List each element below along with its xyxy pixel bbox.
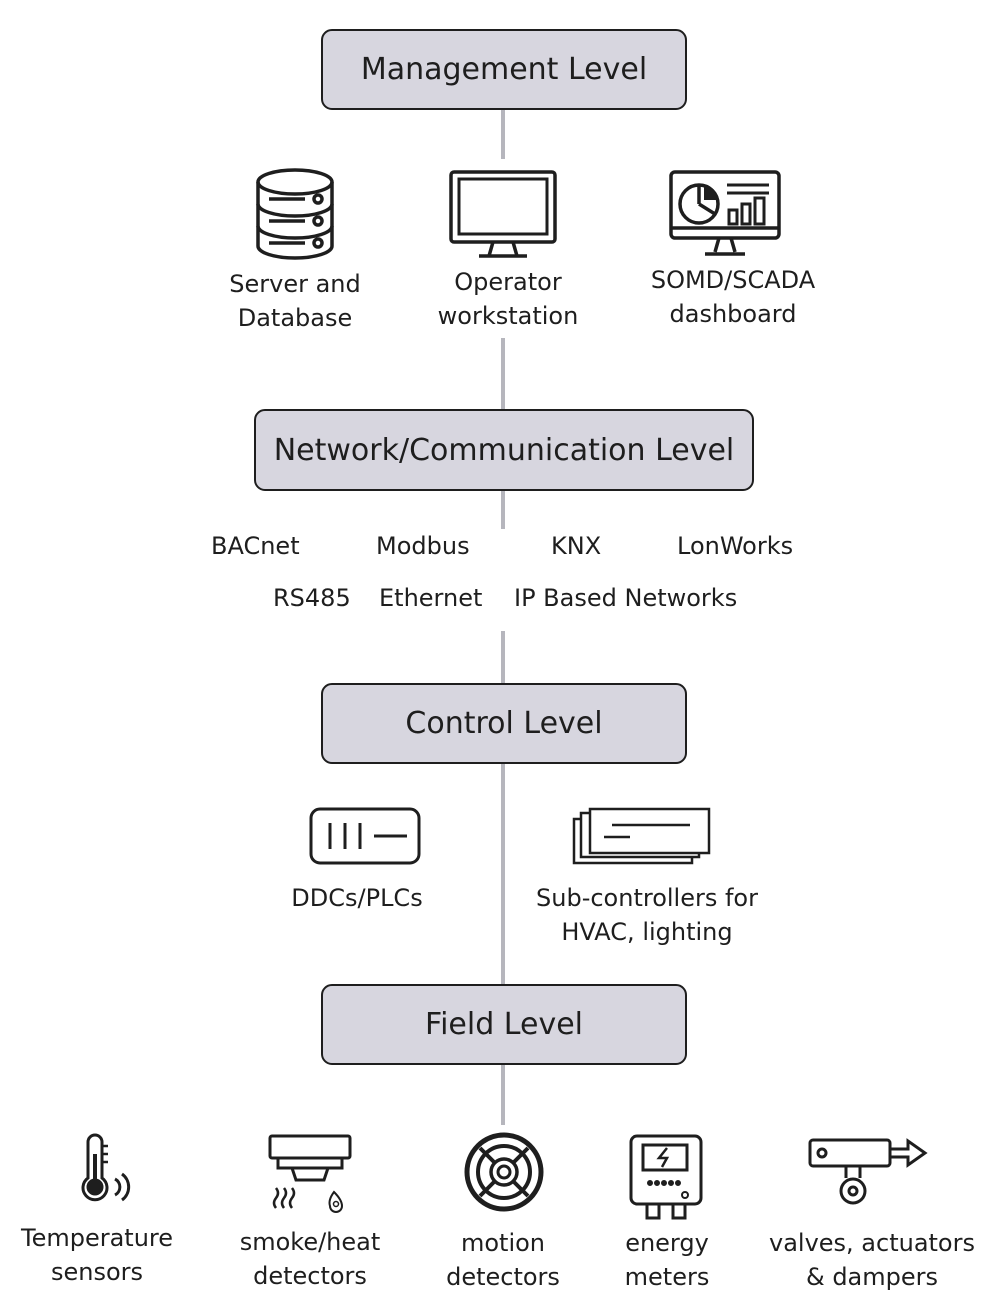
connector-management [501,109,505,159]
protocol-ip-networks: IP Based Networks [514,584,738,612]
stacked-panels-icon [572,807,712,867]
temperature-sensors-label: Temperature sensors [20,1224,174,1286]
management-level-box: Management Level [321,29,687,110]
protocol-ethernet: Ethernet [379,584,483,612]
control-level-box: Control Level [321,683,687,764]
energy-meters-label: energy meters [624,1229,710,1291]
protocol-lonworks: LonWorks [677,532,794,560]
smoke-heat-detectors-label: smoke/heat detectors [239,1228,381,1290]
valve-actuator-icon [808,1134,928,1210]
connector-network [501,489,505,529]
server-database-label: Server and Database [229,270,361,332]
protocol-bacnet: BACnet [211,532,300,560]
motion-detectors-label: motion detectors [446,1229,560,1291]
connector-network-control [501,631,505,685]
connector-field [501,1063,505,1125]
subcontrollers-label: Sub-controllers for HVAC, lighting [536,884,758,946]
smoke-detector-icon [268,1134,354,1214]
monitor-icon [449,170,557,260]
thermometer-icon [78,1133,134,1202]
motion-sensor-icon [463,1131,545,1213]
connector-management-network [501,338,505,412]
protocol-modbus: Modbus [376,532,470,560]
ddc-plc-label: DDCs/PLCs [291,884,423,912]
scada-dashboard-label: SOMD/SCADA dashboard [650,266,816,328]
operator-workstation-label: Operator workstation [437,268,579,330]
server-database-icon [255,168,335,260]
controller-icon [309,807,421,865]
protocol-rs485: RS485 [273,584,351,612]
energy-meter-icon [629,1134,703,1224]
valves-actuators-dampers-label: valves, actuators & dampers [768,1229,975,1291]
network-level-box: Network/Communication Level [254,409,754,491]
dashboard-icon [669,170,781,260]
field-level-box: Field Level [321,984,687,1065]
connector-control-field [501,762,505,986]
protocol-knx: KNX [551,532,602,560]
